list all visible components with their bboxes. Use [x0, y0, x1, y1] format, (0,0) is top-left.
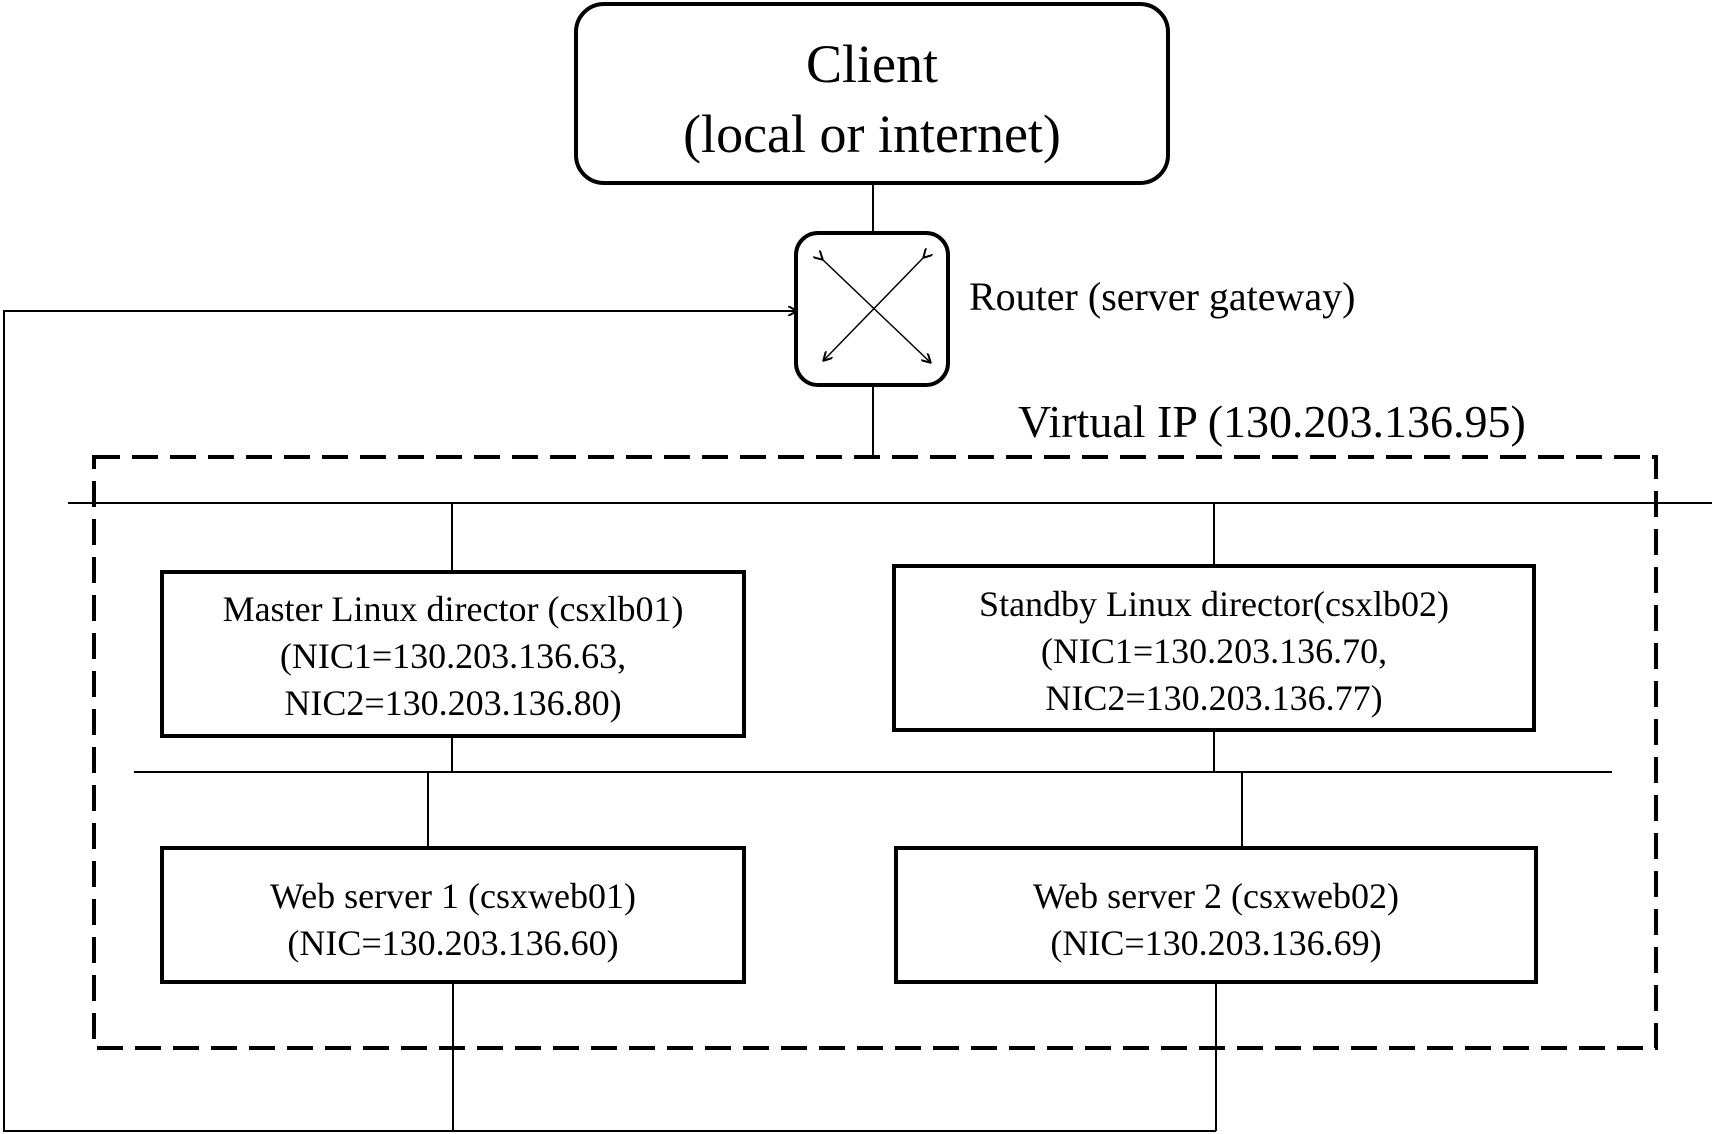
virtual-ip-label: Virtual IP (130.203.136.95) [1018, 396, 1526, 447]
web-server-1-box [160, 846, 746, 984]
router-node: Router (server gateway) [794, 231, 1355, 387]
master-director-title: Master Linux director (csxlb01) [223, 589, 684, 629]
standby-director-nic1: (NIC1=130.203.136.70, [1041, 631, 1387, 671]
web-server-2-title: Web server 2 (csxweb02) [1033, 876, 1399, 916]
master-director-node: Master Linux director (csxlb01) (NIC1=13… [160, 570, 746, 738]
web-server-1-nic: (NIC=130.203.136.60) [287, 923, 618, 963]
standby-director-box [892, 564, 1536, 732]
web-server-2-nic: (NIC=130.203.136.69) [1050, 923, 1381, 963]
virtual-ip-boundary [92, 455, 1658, 1050]
client-box [574, 2, 1170, 185]
standby-director-title: Standby Linux director(csxlb02) [979, 584, 1449, 624]
return-path-to-router [3, 311, 1216, 1132]
master-director-nic2: NIC2=130.203.136.80) [284, 683, 621, 723]
router-label: Router (server gateway) [969, 274, 1355, 319]
client-subtitle: (local or internet) [683, 104, 1061, 164]
client-node: Client (local or internet) [574, 2, 1170, 185]
client-title: Client [806, 34, 938, 94]
web-server-1-node: Web server 1 (csxweb01) (NIC=130.203.136… [160, 846, 746, 984]
master-director-nic1: (NIC1=130.203.136.63, [280, 636, 626, 676]
web-server-2-node: Web server 2 (csxweb02) (NIC=130.203.136… [894, 846, 1538, 984]
router-box [794, 231, 950, 387]
web-server-2-box [894, 846, 1538, 984]
master-director-box [160, 570, 746, 738]
standby-director-node: Standby Linux director(csxlb02) (NIC1=13… [892, 564, 1536, 732]
router-crossed-arrows-icon [822, 257, 930, 362]
web-server-1-title: Web server 1 (csxweb01) [270, 876, 636, 916]
standby-director-nic2: NIC2=130.203.136.77) [1045, 678, 1382, 718]
